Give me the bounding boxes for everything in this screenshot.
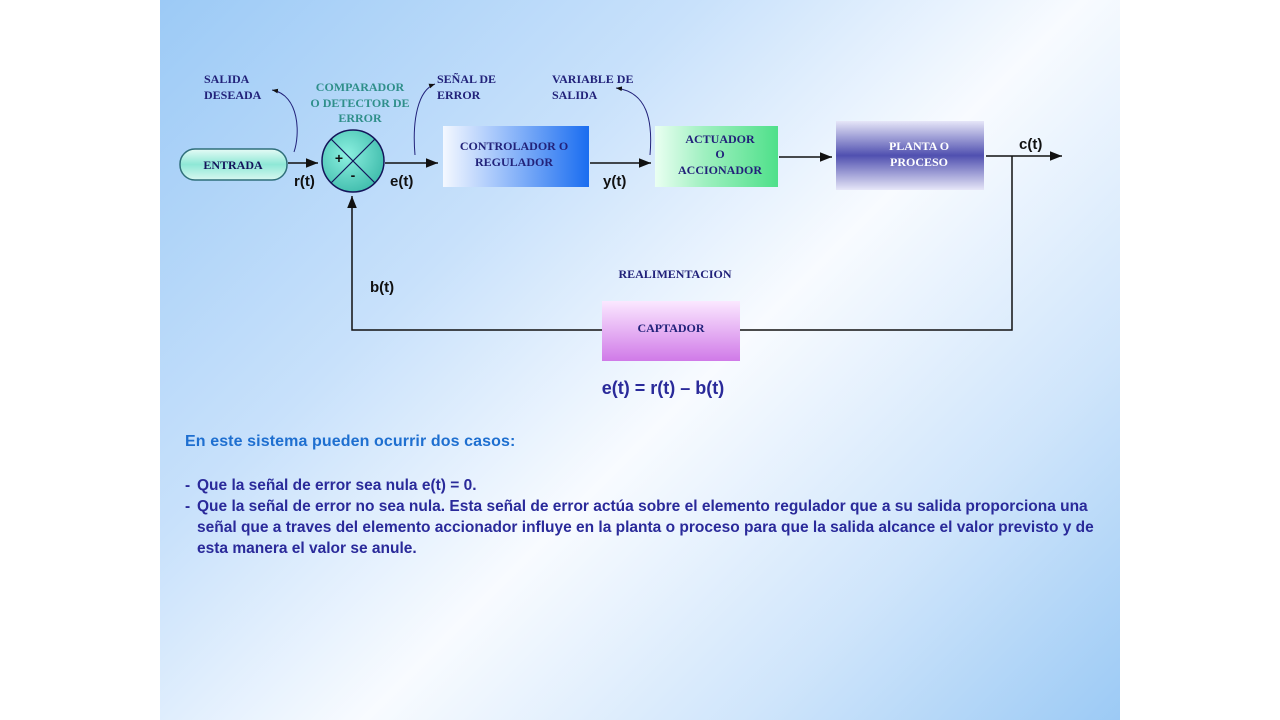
case-2-bullet: - [185, 498, 191, 515]
case-2-text: Que la señal de error no sea nula. Esta … [197, 498, 1094, 557]
variable-salida-pointer [615, 86, 652, 156]
actuador-label-2: O [715, 147, 724, 161]
senal-error-label-1: SEÑAL DE [437, 72, 496, 86]
slide: ENTRADA r(t) SALIDA DESEADA + - COMPARAD… [160, 0, 1120, 720]
salida-deseada-label-2: DESEADA [204, 88, 262, 102]
captador-block: CAPTADOR [602, 301, 740, 361]
actuador-block: ACTUADOR O ACCIONADOR [655, 126, 778, 187]
variable-salida-label-2: SALIDA [552, 88, 598, 102]
entrada-block: ENTRADA [179, 148, 288, 181]
cases-heading: En este sistema pueden ocurrir dos casos… [185, 433, 516, 450]
realimentacion-label: REALIMENTACION [618, 267, 731, 281]
salida-deseada-label-1: SALIDA [204, 72, 250, 86]
senal-error-label-2: ERROR [437, 88, 481, 102]
salida-deseada-pointer [271, 88, 298, 153]
variable-salida-label-1: VARIABLE DE [552, 72, 633, 86]
planta-label-1: PLANTA O [889, 139, 949, 153]
feedback-line-right [740, 156, 1013, 331]
planta-label-2: PROCESO [890, 155, 948, 169]
signal-c: c(t) [1019, 136, 1042, 153]
signal-y: y(t) [603, 173, 626, 190]
signal-e: e(t) [390, 173, 413, 190]
captador-label: CAPTADOR [637, 321, 704, 335]
signal-r: r(t) [294, 173, 315, 190]
controlador-label-2: REGULADOR [475, 155, 553, 169]
comparador-label-2: O DETECTOR DE [310, 96, 409, 110]
comparator-block: + - [321, 129, 385, 193]
case-1-text: Que la señal de error sea nula e(t) = 0. [197, 477, 477, 494]
senal-error-pointer [413, 83, 436, 156]
controlador-block: CONTROLADOR O REGULADOR [443, 126, 589, 187]
feedback-line-left [347, 196, 602, 331]
comparator-minus-sign: - [351, 167, 356, 183]
case-2: - Que la señal de error no sea nula. Est… [185, 496, 1095, 559]
error-equation: e(t) = r(t) – b(t) [602, 378, 724, 398]
case-1-bullet: - [185, 477, 191, 494]
planta-block: PLANTA O PROCESO [836, 121, 984, 190]
comparador-label-3: ERROR [338, 111, 382, 125]
signal-b: b(t) [370, 279, 394, 296]
case-1: - Que la señal de error sea nula e(t) = … [185, 475, 1095, 496]
control-block-diagram: ENTRADA r(t) SALIDA DESEADA + - COMPARAD… [179, 72, 1062, 398]
controlador-label-1: CONTROLADOR O [460, 139, 568, 153]
comparador-label-1: COMPARADOR [316, 80, 405, 94]
explanation-text: En este sistema pueden ocurrir dos casos… [185, 433, 1095, 559]
actuador-label-1: ACTUADOR [685, 132, 755, 146]
actuador-label-3: ACCIONADOR [678, 163, 762, 177]
entrada-label: ENTRADA [203, 158, 263, 172]
comparator-plus-sign: + [335, 150, 343, 166]
